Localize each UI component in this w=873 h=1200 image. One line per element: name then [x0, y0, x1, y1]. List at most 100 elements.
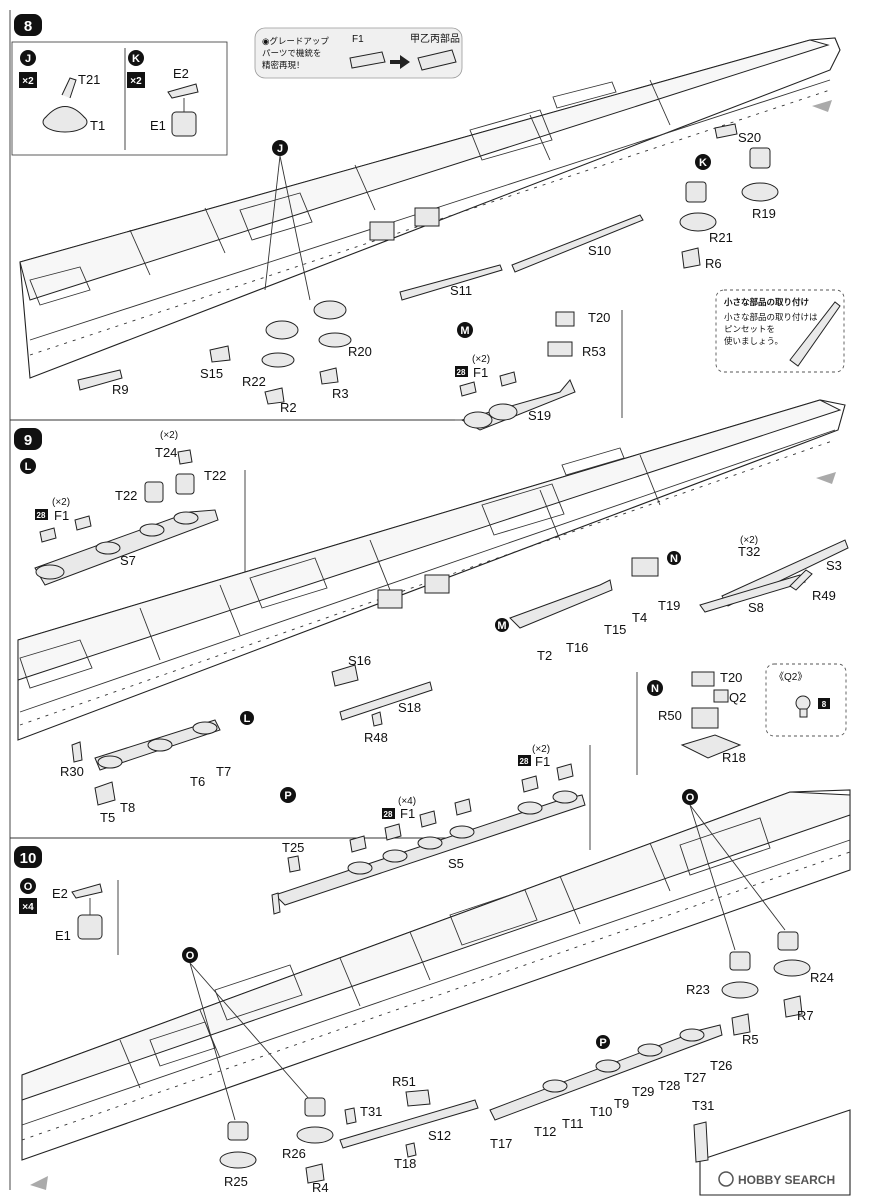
- step8-parts: J K: [77, 123, 779, 405]
- label-m-t20: T20: [588, 310, 610, 325]
- label-t27: T27: [684, 1070, 706, 1085]
- label-t16: T16: [566, 640, 588, 655]
- step-number-badge: [14, 846, 42, 868]
- subassembly-n: N: [636, 671, 742, 775]
- subassembly-m-letter: M: [460, 325, 469, 337]
- label-t21: T21: [78, 72, 100, 87]
- label-o-e2: E2: [52, 886, 68, 901]
- label-e1: E1: [150, 118, 166, 133]
- part-e1-assembly: [167, 83, 199, 137]
- q2-note-label: 《Q2》: [774, 671, 807, 683]
- label-t19: T19: [658, 598, 680, 613]
- subassembly-p-letter: P: [284, 790, 291, 802]
- f1-badge: [455, 366, 468, 377]
- label-t18: T18: [394, 1156, 416, 1171]
- label-t9: T9: [614, 1096, 629, 1111]
- small-parts-title: 小さな部品の取り付け: [723, 297, 810, 308]
- small-parts-line3: 使いましょう。: [724, 336, 783, 347]
- label-p-t25: T25: [282, 840, 304, 855]
- subassembly-k-marker: [695, 154, 711, 170]
- upgrade-left-part: F1: [352, 34, 364, 45]
- q2-badge: 8: [822, 700, 827, 709]
- marker-m-step9: M: [497, 620, 506, 632]
- step-8: 8 J ×2 T21 T1 K ×2 E2 E1 ◉グレードアップ パーツで機: [11, 14, 845, 431]
- label-p-f1a-count: (×4): [398, 796, 416, 807]
- hull-drawing-step8: [19, 37, 841, 379]
- multiplier-badge: [19, 72, 37, 88]
- label-r30: R30: [60, 764, 84, 779]
- small-parts-note: 小さな部品の取り付け 小さな部品の取り付けは ピンセットを 使いましょう。: [715, 289, 845, 373]
- subassembly-j-multiplier: ×2: [22, 76, 34, 87]
- upgrade-note: ◉グレードアップ パーツで機銃を 精密再現！ F1 甲乙丙部品: [254, 27, 463, 79]
- label-l-f1-count: (×2): [52, 497, 70, 508]
- subassembly-o-letter: O: [24, 881, 33, 893]
- label-t10: T10: [590, 1104, 612, 1119]
- label-r51: R51: [392, 1074, 416, 1089]
- label-p-f1a: F1: [400, 806, 415, 821]
- step-number: 9: [24, 432, 32, 449]
- marker-n-step9: N: [670, 553, 678, 565]
- label-l-t24-count: (×2): [160, 430, 178, 441]
- step-number-badge: [14, 428, 42, 450]
- label-t32-count: (×2): [740, 535, 758, 546]
- label-t11: T11: [562, 1116, 583, 1131]
- label-r22: R22: [242, 374, 266, 389]
- step-number: 10: [20, 850, 37, 867]
- label-l-t22b: T22: [204, 468, 226, 483]
- label-e2: E2: [173, 66, 189, 81]
- label-l-t24: T24: [155, 445, 177, 460]
- p-f1-badge-text-a: 28: [384, 810, 393, 819]
- step-9: 9 L (×2) T24 T22 T22 28 F1 (×2) S7: [14, 399, 849, 825]
- watermark: HOBBY SEARCH: [718, 1171, 835, 1187]
- label-r25: R25: [224, 1174, 248, 1189]
- multiplier-badge: [19, 898, 37, 914]
- multiplier-badge: [127, 72, 145, 88]
- step-number-badge: [14, 14, 42, 36]
- label-r20: R20: [348, 344, 372, 359]
- label-t17: T17: [490, 1136, 512, 1151]
- step9-parts: N M L: [71, 539, 849, 806]
- label-t31b: T31: [692, 1098, 714, 1113]
- upgrade-note-line1: ◉グレードアップ: [262, 36, 329, 47]
- l-f1-badge-text: 28: [37, 511, 46, 520]
- step-10: 10 O ×4 E2 E1: [14, 789, 851, 1196]
- label-p-f1b-count: (×2): [532, 744, 550, 755]
- subassembly-l-parts: [34, 449, 219, 586]
- label-r26: R26: [282, 1146, 306, 1161]
- hull-drawing-step10: [21, 789, 851, 1196]
- label-m-s19: S19: [528, 408, 551, 423]
- marker-l-step9: L: [244, 713, 251, 725]
- upgrade-note-line2: パーツで機銃を: [262, 48, 321, 59]
- subassembly-o-multiplier: ×4: [22, 902, 34, 913]
- subassembly-l-letter: L: [25, 461, 32, 473]
- tweezers-icon: [789, 301, 841, 367]
- label-t2: T2: [537, 648, 552, 663]
- subassembly-k-multiplier: ×2: [130, 76, 142, 87]
- label-s20: S20: [738, 130, 761, 145]
- label-t15: T15: [604, 622, 626, 637]
- label-r48: R48: [364, 730, 388, 745]
- label-t29: T29: [632, 1084, 654, 1099]
- step10-parts: O O P: [182, 789, 811, 1184]
- p-f1-badge-text-b: 28: [520, 757, 529, 766]
- label-m-r53: R53: [582, 344, 606, 359]
- label-t26: T26: [710, 1058, 732, 1073]
- label-r9: R9: [112, 382, 129, 397]
- label-p-f1b: F1: [535, 754, 550, 769]
- arrow-right-icon: [390, 55, 410, 69]
- label-r3: R3: [332, 386, 349, 401]
- marker-o-step10a: O: [686, 792, 695, 804]
- marker-j-step8: J: [277, 143, 283, 155]
- label-s16: S16: [348, 653, 371, 668]
- f1-badge: [35, 509, 48, 520]
- subassembly-k-marker: [128, 50, 144, 66]
- label-l-s7: S7: [120, 553, 136, 568]
- label-s8: S8: [748, 600, 764, 615]
- label-s10: S10: [588, 243, 611, 258]
- label-s12: S12: [428, 1128, 451, 1143]
- label-n-t20: T20: [720, 670, 742, 685]
- label-n-q2: Q2: [729, 690, 746, 705]
- label-p-s5: S5: [448, 856, 464, 871]
- subassembly-m: M: [457, 310, 623, 431]
